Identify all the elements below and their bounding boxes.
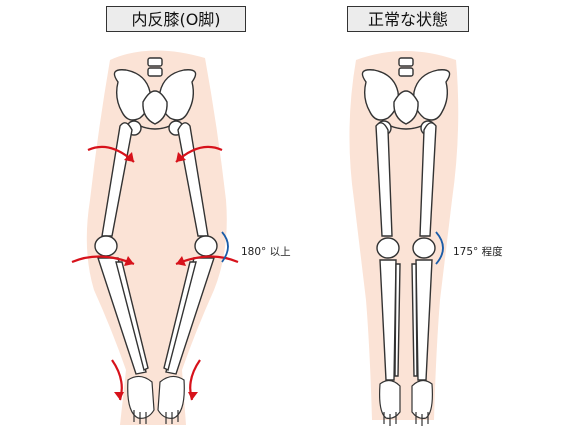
normal-leg-figure [349,51,459,426]
knee-joints-right [376,237,436,259]
tibia-fibula-right [379,259,433,381]
feet-left [127,375,185,424]
knee-joints-left [94,235,218,257]
knee-angle-arc-right [435,231,444,265]
o-leg-figure [71,50,239,426]
knee-angle-arc-left [221,231,229,263]
femur-right-figure [375,122,437,237]
title-o-legs: 内反膝(O脚) [106,6,246,32]
femur-left-leg [101,122,209,237]
pelvis-left [113,57,197,136]
angle-label-o-legs: 180° 以上 [241,246,291,258]
title-normal: 正常な状態 [347,6,469,32]
arrow-heads [114,152,198,400]
feet-right [379,379,433,426]
angle-label-normal: 175° 程度 [453,246,503,258]
